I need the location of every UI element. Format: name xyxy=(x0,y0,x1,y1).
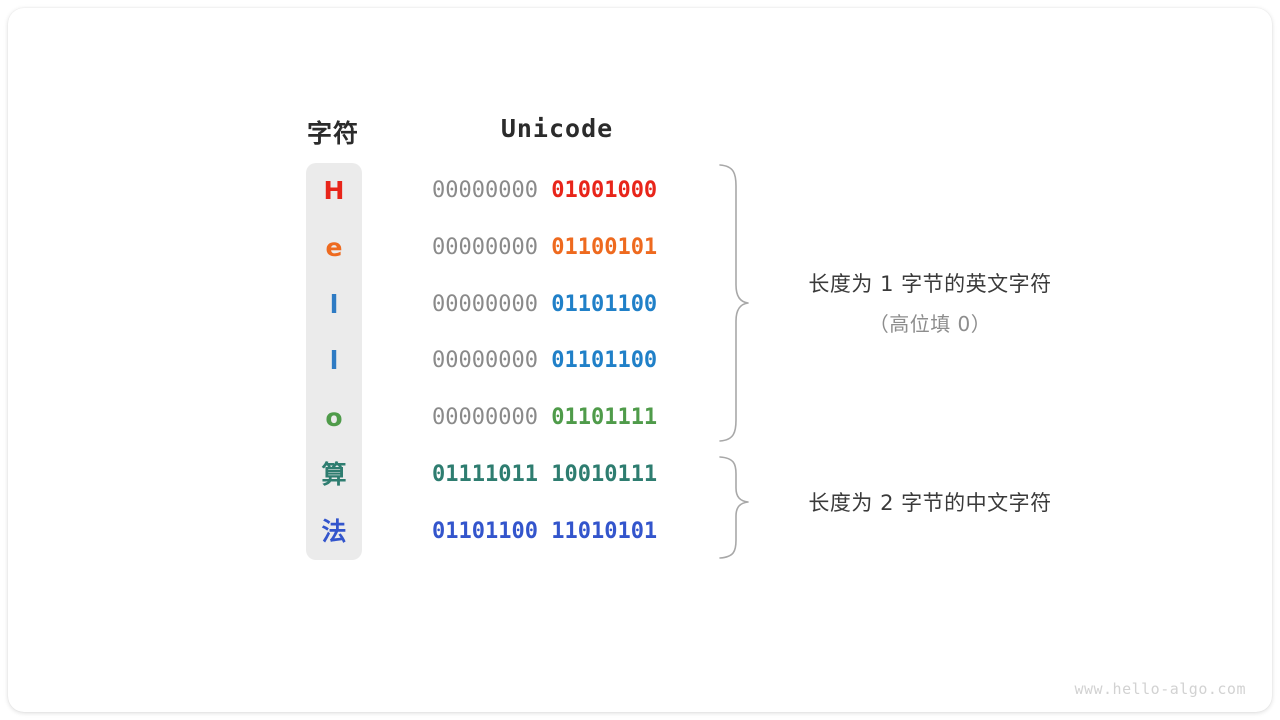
row-character: H xyxy=(323,176,345,205)
high-byte: 01101100 xyxy=(432,518,538,544)
row-unicode-bits: 00000000 01101100 xyxy=(432,333,657,390)
high-byte: 00000000 xyxy=(432,348,538,374)
annotation-english-characters: 长度为 1 字节的英文字符 （高位填 0） xyxy=(770,268,1090,337)
table-row: 法 01101100 11010101 xyxy=(0,504,1280,561)
encoding-table: H 00000000 01001000 e 00000000 01100101 l 000… xyxy=(0,163,1280,561)
byte-separator xyxy=(538,178,551,203)
row-unicode-bits: 00000000 01101100 xyxy=(432,277,657,334)
table-row: 算 01111011 10010111 xyxy=(0,447,1280,504)
low-byte: 01101100 xyxy=(551,348,658,374)
row-character: 法 xyxy=(321,516,347,546)
row-unicode-bits: 00000000 01100101 xyxy=(432,220,657,277)
byte-separator xyxy=(538,405,551,430)
low-byte: 01101100 xyxy=(551,291,658,317)
low-byte: 10010111 xyxy=(551,461,658,487)
character-column-background xyxy=(306,163,362,560)
annotation-1-main: 长度为 1 字节的英文字符 xyxy=(808,272,1052,296)
row-character: o xyxy=(325,403,343,433)
byte-separator xyxy=(538,348,551,373)
site-watermark: www.hello-algo.com xyxy=(1074,680,1246,698)
low-byte: 01101111 xyxy=(551,405,658,431)
annotation-chinese-characters: 长度为 2 字节的中文字符 xyxy=(770,487,1090,517)
table-row: H 00000000 01001000 xyxy=(0,163,1280,220)
row-unicode-bits: 01111011 10010111 xyxy=(432,447,657,504)
diagram-card xyxy=(8,8,1272,712)
row-character: 算 xyxy=(321,459,347,489)
byte-separator xyxy=(538,519,551,544)
row-character: l xyxy=(329,289,339,319)
high-byte: 00000000 xyxy=(432,405,538,431)
table-row: l 00000000 01101100 xyxy=(0,277,1280,334)
table-row: e 00000000 01100101 xyxy=(0,220,1280,277)
high-byte: 00000000 xyxy=(432,234,538,260)
low-byte: 11010101 xyxy=(551,518,658,544)
low-byte: 01100101 xyxy=(551,234,658,260)
byte-separator xyxy=(538,462,551,487)
row-character: e xyxy=(325,232,343,262)
annotation-1-sub: （高位填 0） xyxy=(868,312,992,336)
high-byte: 00000000 xyxy=(432,291,538,317)
column-header-unicode: Unicode xyxy=(500,114,614,143)
row-character: l xyxy=(329,346,339,376)
low-byte: 01001000 xyxy=(551,178,658,203)
row-unicode-bits: 01101100 11010101 xyxy=(432,504,657,561)
annotation-2-main: 长度为 2 字节的中文字符 xyxy=(808,491,1052,515)
table-row: l 00000000 01101100 xyxy=(0,333,1280,390)
high-byte: 00000000 xyxy=(432,178,538,203)
byte-separator xyxy=(538,235,551,260)
byte-separator xyxy=(538,292,551,317)
high-byte: 01111011 xyxy=(432,461,538,487)
table-row: o 00000000 01101111 xyxy=(0,390,1280,447)
row-unicode-bits: 00000000 01101111 xyxy=(432,390,657,447)
row-unicode-bits: 00000000 01001000 xyxy=(432,163,657,220)
column-header-character: 字符 xyxy=(306,119,359,148)
